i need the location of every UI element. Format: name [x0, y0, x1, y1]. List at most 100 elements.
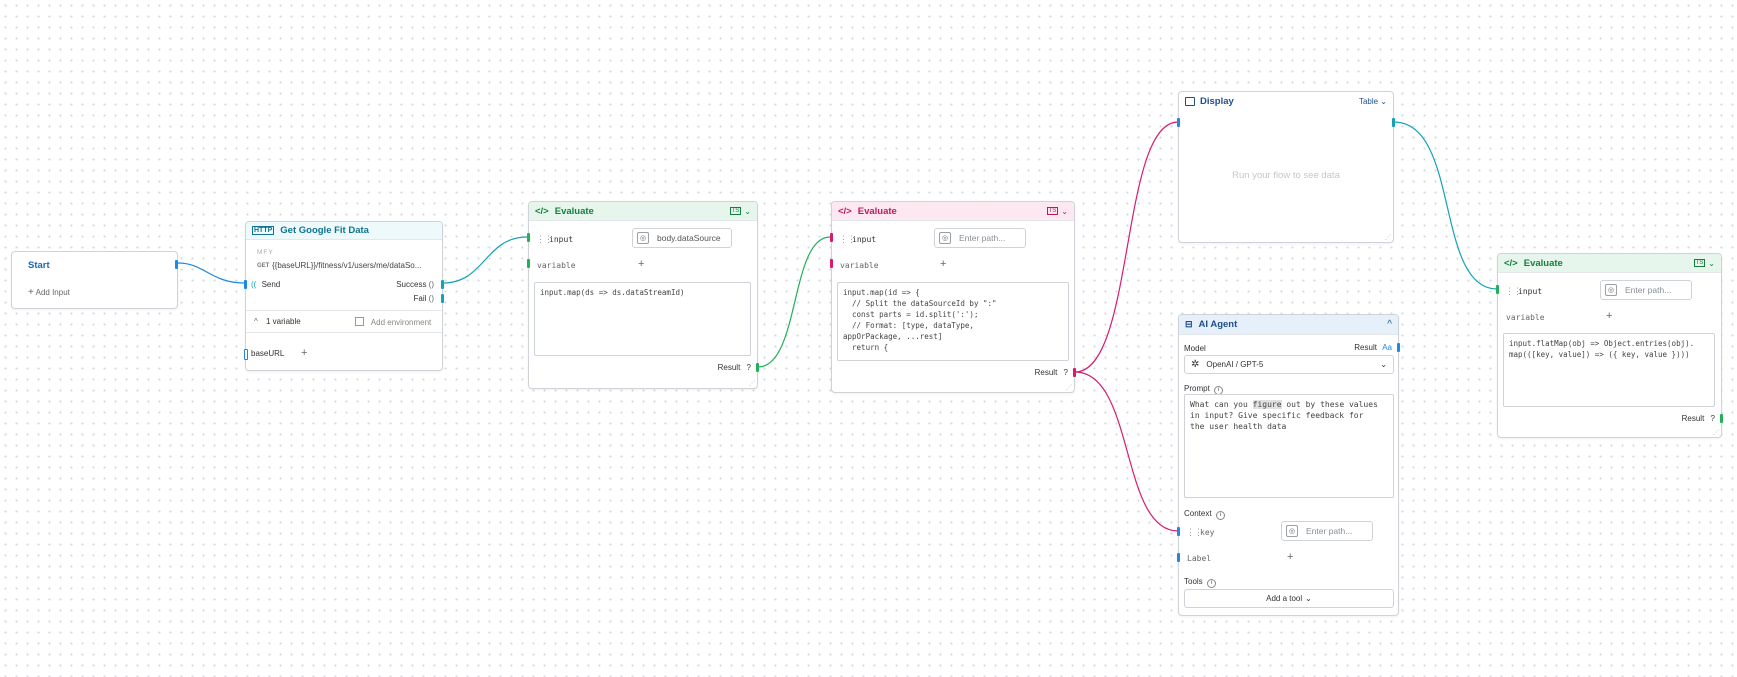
ai-label-port[interactable]	[1177, 553, 1180, 562]
add-environment-button[interactable]: Add environment	[355, 317, 431, 327]
chevron-down-icon[interactable]: ⌄	[744, 206, 751, 216]
typescript-badge-icon[interactable]: TS	[729, 207, 742, 215]
drag-handle-icon[interactable]: ⋮⋮	[1186, 527, 1203, 537]
evaluate-node-2[interactable]: </> Evaluate TS ⌄ ⋮⋮ input ◎ Enter path.…	[830, 201, 1076, 393]
evaluate-1-code-editor[interactable]: input.map(ds => ds.dataStreamId)	[534, 282, 751, 356]
display-output-port[interactable]	[1392, 118, 1395, 127]
ai-prompt-textarea[interactable]: What can you figure out by these values …	[1184, 394, 1394, 498]
start-node[interactable]: Start + Add Input	[11, 251, 178, 309]
http-divider-2	[246, 332, 442, 333]
evaluate-3-add-variable-icon[interactable]: +	[1606, 310, 1613, 322]
prompt-text-after: out by these values in input? Give speci…	[1190, 400, 1378, 431]
evaluate-2-add-variable-icon[interactable]: +	[940, 258, 947, 270]
display-icon	[1185, 96, 1195, 106]
drag-handle-icon[interactable]: ⋮⋮	[1505, 286, 1522, 296]
info-icon: i	[1215, 511, 1225, 520]
evaluate-2-header: </> Evaluate TS ⌄	[832, 202, 1074, 221]
start-title: Start	[28, 260, 50, 271]
display-input-port[interactable]	[1177, 118, 1180, 127]
prompt-text-before: What can you	[1190, 400, 1253, 409]
ai-result-label: Result	[1354, 343, 1377, 352]
evaluate-1-input-field[interactable]: ◎ body.dataSource	[632, 228, 732, 248]
add-input-button[interactable]: + Add Input	[28, 287, 70, 298]
add-variable-plus-icon[interactable]: +	[301, 347, 308, 359]
chevron-down-icon: ⌄	[1380, 360, 1387, 369]
chevron-down-icon[interactable]: ⌄	[1708, 258, 1715, 268]
variable-basename[interactable]: baseURL	[251, 349, 285, 358]
evaluate-3-title: Evaluate	[1523, 257, 1563, 269]
evaluate-2-code-editor[interactable]: input.map(id => { // Split the dataSourc…	[837, 282, 1069, 361]
typescript-badge-icon[interactable]: TS	[1046, 207, 1059, 215]
ai-model-value: OpenAI / GPT-5	[1206, 360, 1264, 369]
evaluate-2-input-port[interactable]	[830, 233, 833, 242]
add-environment-label: Add environment	[370, 318, 432, 327]
ai-add-context-icon[interactable]: +	[1287, 551, 1294, 563]
evaluate-2-result-label: Result	[1034, 368, 1058, 377]
evaluate-1-result-port[interactable]	[756, 363, 759, 372]
resize-handle-icon[interactable]: ⋰	[1385, 235, 1391, 241]
path-icon: ◎	[637, 232, 649, 244]
http-fail-output-port[interactable]	[441, 294, 444, 303]
evaluate-3-result: Result ?	[1682, 414, 1715, 423]
http-divider	[246, 310, 442, 311]
evaluate-node-1[interactable]: </> Evaluate TS ⌄ ⋮⋮ input ◎ body.dataSo…	[527, 201, 759, 389]
openai-icon: ✲	[1191, 359, 1200, 370]
ai-key-input[interactable]: ◎ Enter path...	[1281, 521, 1373, 541]
evaluate-2-result: Result ?	[1035, 368, 1068, 377]
robot-icon: ⊟	[1185, 319, 1193, 329]
typescript-badge-icon[interactable]: TS	[1693, 259, 1706, 267]
resize-handle-icon[interactable]: ⋰	[1066, 385, 1072, 391]
wire-eval1-to-eval2	[757, 236, 831, 368]
prompt-highlight: figure	[1252, 400, 1282, 409]
ai-label-field[interactable]: Label	[1187, 554, 1212, 563]
evaluate-3-code-editor[interactable]: input.flatMap(obj => Object.entries(obj)…	[1503, 333, 1715, 407]
ai-agent-title: AI Agent	[1198, 319, 1238, 330]
evaluate-node-3[interactable]: </> Evaluate TS ⌄ ⋮⋮ input ◎ Enter path.…	[1496, 253, 1723, 438]
evaluate-1-header: </> Evaluate TS ⌄	[529, 202, 757, 221]
evaluate-1-add-variable-icon[interactable]: +	[638, 258, 645, 270]
evaluate-3-input-field[interactable]: ◎ Enter path...	[1600, 280, 1692, 300]
add-tool-button[interactable]: Add a tool ⌄	[1184, 589, 1394, 608]
variables-toggle[interactable]: ^ 1 variable	[254, 317, 301, 326]
ai-result-port[interactable]	[1397, 343, 1400, 352]
evaluate-1-input-port[interactable]	[527, 233, 530, 242]
ai-agent-node[interactable]: ⊟ AI Agent ^ Model Result Aa ✲ OpenAI / …	[1177, 314, 1400, 616]
evaluate-1-title: Evaluate	[554, 205, 594, 217]
display-title: Display	[1200, 95, 1234, 107]
http-send-input-port[interactable]	[244, 280, 247, 289]
evaluate-3-input-placeholder: Enter path...	[1625, 285, 1672, 295]
path-icon: ◎	[1286, 525, 1298, 537]
send-trigger[interactable]: (( Send	[251, 280, 280, 289]
evaluate-2-input-placeholder: Enter path...	[959, 233, 1006, 243]
evaluate-3-header: </> Evaluate TS ⌄	[1498, 254, 1721, 273]
chevron-down-icon[interactable]: ⌄	[1061, 206, 1068, 216]
evaluate-1-input-label: input	[549, 235, 574, 244]
evaluate-3-input-port[interactable]	[1496, 285, 1499, 294]
ai-context-label: Context	[1184, 509, 1212, 518]
display-node[interactable]: Display Table ⌄ Run your flow to see dat…	[1177, 91, 1395, 243]
evaluate-2-input-field[interactable]: ◎ Enter path...	[934, 228, 1026, 248]
chevron-up-icon[interactable]: ^	[1387, 319, 1392, 330]
drag-handle-icon[interactable]: ⋮⋮	[536, 234, 553, 244]
send-icon: ((	[251, 280, 257, 289]
code-icon: </>	[535, 205, 549, 217]
drag-handle-icon[interactable]: ⋮⋮	[839, 234, 856, 244]
ai-key-port[interactable]	[1177, 527, 1180, 536]
display-view-selector[interactable]: Table ⌄	[1359, 97, 1387, 106]
http-request-node[interactable]: HTTP Get Google Fit Data MFY GET {{baseU…	[244, 221, 444, 371]
fail-label: Fail	[413, 294, 427, 303]
http-baseurl-port[interactable]	[244, 349, 248, 360]
fail-paren-icon: ()	[428, 294, 434, 303]
evaluate-3-result-port[interactable]	[1720, 414, 1723, 423]
resize-handle-icon[interactable]: ⋰	[749, 381, 755, 387]
http-success-output-port[interactable]	[441, 280, 444, 289]
start-output-port[interactable]	[175, 260, 178, 269]
resize-handle-icon[interactable]: ⋰	[1713, 430, 1719, 436]
evaluate-2-variable-port[interactable]	[830, 259, 833, 268]
ai-key-placeholder: Enter path...	[1306, 526, 1353, 536]
brand-strip: MFY	[257, 249, 274, 256]
ai-model-select[interactable]: ✲ OpenAI / GPT-5 ⌄	[1184, 355, 1394, 374]
evaluate-2-result-port[interactable]	[1073, 368, 1076, 377]
evaluate-1-variable-port[interactable]	[527, 259, 530, 268]
http-url[interactable]: {{baseURL}}/fitness/v1/users/me/dataSo..…	[272, 261, 422, 270]
